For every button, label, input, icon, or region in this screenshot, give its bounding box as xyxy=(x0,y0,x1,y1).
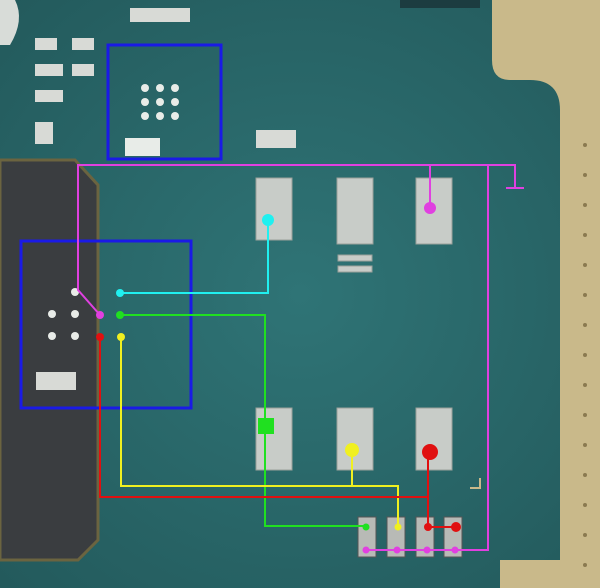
cyan-trace xyxy=(120,220,269,294)
highlight-box-top xyxy=(106,43,223,161)
gold-ground-plane xyxy=(492,0,600,588)
highlight-box-left xyxy=(19,239,193,410)
bga-balls-left xyxy=(48,288,79,340)
via-row xyxy=(583,143,587,567)
corner-mark xyxy=(470,478,481,489)
bga-balls-top xyxy=(125,84,179,156)
smd-components xyxy=(35,8,296,390)
top-component xyxy=(400,0,480,8)
red-trace xyxy=(99,337,428,498)
magenta-trace xyxy=(77,164,489,551)
magenta-tp xyxy=(488,164,516,188)
corner-component xyxy=(0,0,19,45)
trace-endpoints xyxy=(96,202,461,554)
yellow-trace xyxy=(120,337,399,527)
main-ic-chip xyxy=(0,158,100,562)
